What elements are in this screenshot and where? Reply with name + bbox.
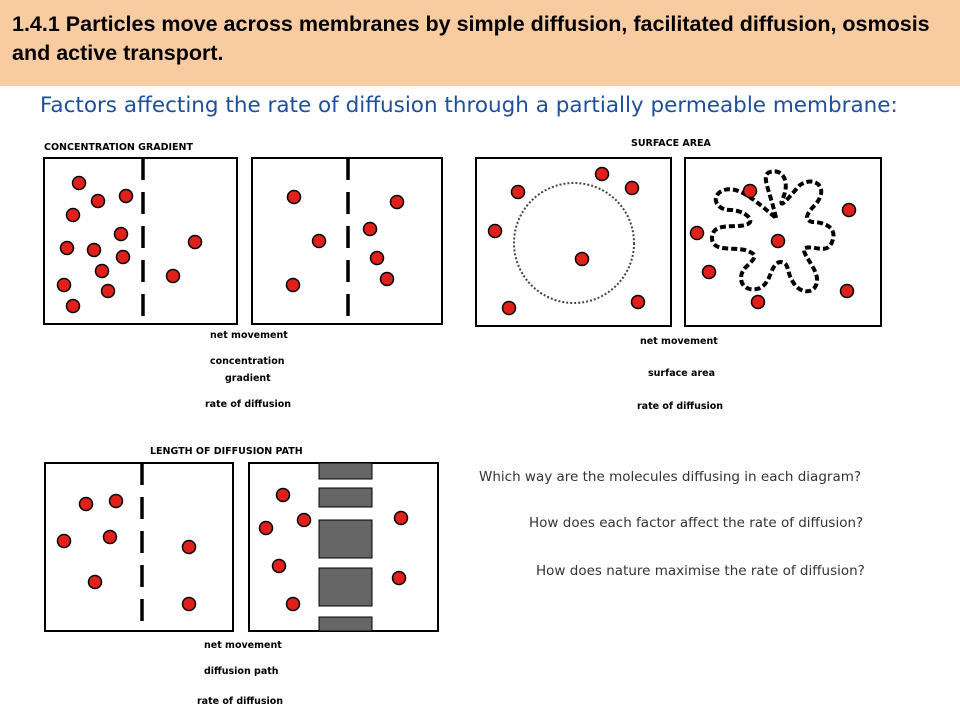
sa-folded-surface (709, 169, 836, 294)
particle (102, 529, 118, 545)
particle (275, 487, 291, 503)
diagram-subtitle: Factors affecting the rate of diffusion … (40, 93, 898, 118)
particle (389, 194, 405, 210)
dp-net-movement-label: net movement (204, 640, 282, 651)
cg-gradient-label: gradient (225, 373, 271, 384)
cg-rate-of-diffusion-label: rate of diffusion (205, 399, 292, 410)
particle (369, 250, 385, 266)
particle (258, 520, 274, 536)
particle (839, 283, 855, 299)
particle (750, 294, 766, 310)
particle (487, 223, 503, 239)
particle (71, 175, 87, 191)
particle (285, 277, 301, 293)
particle (391, 570, 407, 586)
particle (770, 233, 786, 249)
particle (115, 249, 131, 265)
particle (285, 596, 301, 612)
cg-box-high (43, 157, 238, 325)
surface-area-heading: SURFACE AREA (631, 138, 711, 149)
particle (187, 234, 203, 250)
sa-box-small (475, 157, 672, 327)
particle (113, 226, 129, 242)
particle (78, 496, 94, 512)
cg-net-movement-label: net movement (210, 330, 288, 341)
particle (65, 298, 81, 314)
diffusion-path-heading: LENGTH OF DIFFUSION PATH (150, 446, 303, 457)
particle (311, 233, 327, 249)
question-3: How does nature maximise the rate of dif… (536, 563, 865, 579)
sa-net-movement-label: net movement (640, 336, 718, 347)
particle (65, 207, 81, 223)
particle (574, 251, 590, 267)
header-bar: 1.4.1 Particles move across membranes by… (0, 0, 960, 86)
particle (87, 574, 103, 590)
sa-rate-of-diffusion-label: rate of diffusion (637, 401, 724, 412)
sa-small-surface (513, 182, 635, 304)
particle (94, 263, 110, 279)
sa-surface-area-label: surface area (648, 368, 715, 379)
particle (286, 189, 302, 205)
sa-box-large (684, 157, 882, 327)
question-1: Which way are the molecules diffusing in… (479, 469, 862, 485)
dp-diffusion-path-label: diffusion path (204, 666, 279, 677)
particle (86, 242, 102, 258)
particle (271, 558, 287, 574)
particle (90, 193, 106, 209)
dp-box-short (44, 462, 234, 632)
particle (362, 221, 378, 237)
particle (510, 184, 526, 200)
question-2: How does each factor affect the rate of … (529, 515, 864, 531)
dp-rate-of-diffusion-label: rate of diffusion (197, 696, 284, 707)
slide-title: 1.4.1 Particles move across membranes by… (12, 12, 930, 65)
particle (689, 225, 705, 241)
particle (108, 493, 124, 509)
particle (100, 283, 116, 299)
particle (630, 294, 646, 310)
particle (296, 512, 312, 528)
particle (624, 180, 640, 196)
particle (501, 300, 517, 316)
particle (56, 533, 72, 549)
concentration-gradient-heading: CONCENTRATION GRADIENT (44, 142, 193, 153)
particle (56, 277, 72, 293)
particle (118, 188, 134, 204)
particle (181, 539, 197, 555)
cg-concentration-label: concentration (210, 356, 285, 367)
particle (594, 166, 610, 182)
particle (742, 183, 758, 199)
particle (181, 596, 197, 612)
particle (379, 271, 395, 287)
particle (59, 240, 75, 256)
particle (701, 264, 717, 280)
particle (841, 202, 857, 218)
particle (393, 510, 409, 526)
dp-thick-membrane (318, 462, 373, 632)
particle (165, 268, 181, 284)
